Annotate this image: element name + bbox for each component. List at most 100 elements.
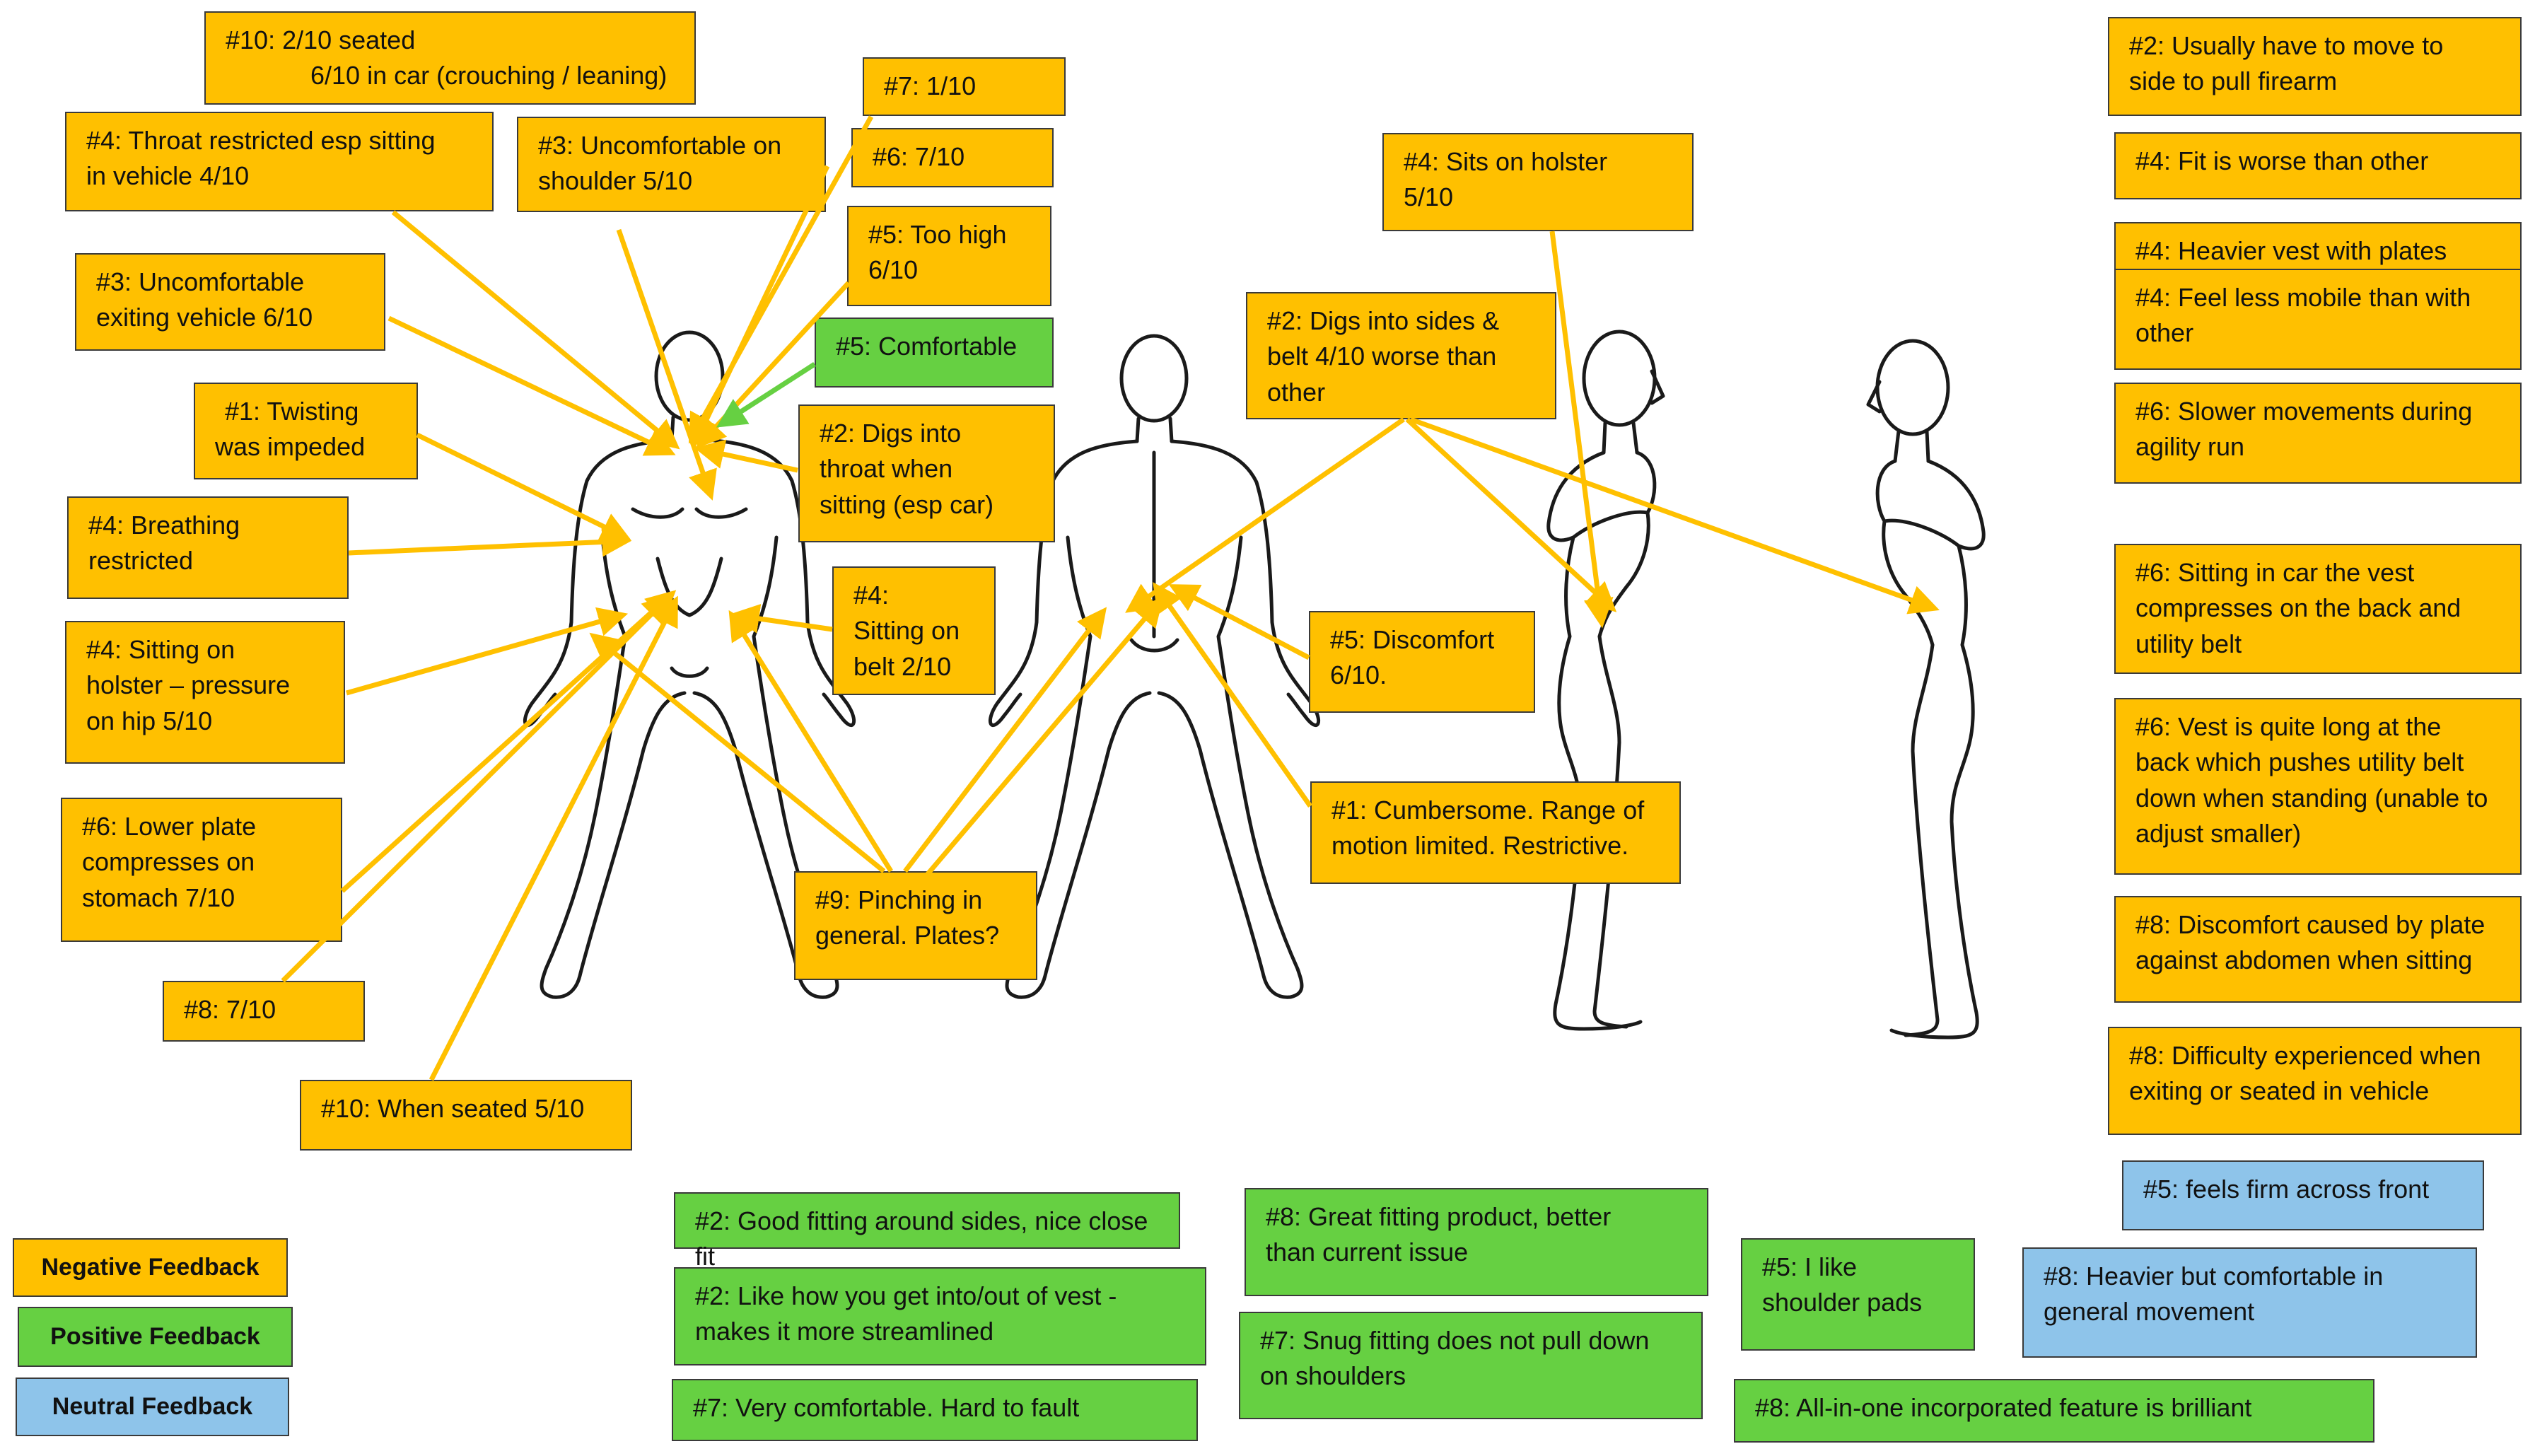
- note-5-discomfort: #5: Discomfort 6/10.: [1309, 611, 1535, 713]
- note-10-seated-car: #10: 2/10 seated 6/10 in car (crouching /…: [204, 11, 696, 105]
- note-line: #5: Comfortable: [836, 332, 1018, 361]
- note-4-throat-restricted: #4: Throat restricted esp sitting in vehi…: [65, 112, 494, 211]
- note-line: utility belt: [2135, 629, 2242, 658]
- note-line: #8: Discomfort caused by plate: [2135, 910, 2486, 939]
- note-line: down when standing (unable to: [2135, 783, 2488, 813]
- note-line: motion limited. Restrictive.: [1331, 831, 1629, 861]
- note-line: #8: Difficulty experienced when: [2129, 1041, 2481, 1070]
- note-line: #5: Too high: [868, 220, 1007, 249]
- note-line: stomach 7/10: [82, 883, 235, 912]
- note-8-heavier-comfortable: #8: Heavier but comfortable in general mo…: [2022, 1247, 2477, 1358]
- note-line: restricted: [88, 546, 194, 576]
- note-line: shoulder pads: [1762, 1288, 1923, 1317]
- note-5-too-high: #5: Too high 6/10: [847, 206, 1051, 306]
- note-line: #8: 7/10: [184, 995, 276, 1024]
- note-9-pinching: #9: Pinching in general. Plates?: [794, 871, 1037, 980]
- note-line: #10: 2/10 seated: [226, 25, 416, 54]
- note-line: 6/10: [868, 255, 919, 285]
- note-line: #7: 1/10: [884, 71, 977, 100]
- note-line: #4: Fit is worse than other: [2135, 146, 2429, 175]
- note-line: 5/10: [1404, 182, 1454, 212]
- note-10-when-seated: #10: When seated 5/10: [300, 1080, 632, 1151]
- note-line: other: [2135, 318, 2194, 348]
- note-line: #10: When seated 5/10: [321, 1094, 585, 1123]
- note-line: back which pushes utility belt: [2135, 747, 2464, 777]
- legend-neutral-feedback: Neutral Feedback: [16, 1378, 289, 1436]
- note-line: side to pull firearm: [2129, 66, 2338, 96]
- note-3-shoulder: #3: Uncomfortable on shoulder 5/10: [517, 117, 826, 212]
- note-line: belt 4/10 worse than: [1267, 342, 1497, 371]
- note-line: #4: Sits on holster: [1404, 147, 1608, 176]
- note-line: #8: Great fitting product, better: [1266, 1202, 1612, 1231]
- note-line: #6: Slower movements during: [2135, 397, 2473, 426]
- note-line: in vehicle 4/10: [86, 161, 250, 191]
- note-line: #5: Discomfort: [1330, 625, 1495, 654]
- note-line: #7: Very comfortable. Hard to fault: [693, 1393, 1080, 1422]
- note-line: agility run: [2135, 432, 2245, 462]
- note-6-score: #6: 7/10: [851, 128, 1054, 187]
- note-6-lower-plate: #6: Lower plate compresses on stomach 7/10: [61, 798, 342, 942]
- note-line: #1: Cumbersome. Range of: [1331, 796, 1645, 825]
- note-8-abdomen: #8: Discomfort caused by plate against ab…: [2114, 896, 2522, 1003]
- note-line: general movement: [2044, 1297, 2255, 1327]
- note-line: #2: Digs into sides &: [1267, 306, 1500, 335]
- note-line: exiting or seated in vehicle: [2129, 1076, 2430, 1106]
- left-profile-figure: [1866, 339, 1986, 1039]
- note-line: on hip 5/10: [86, 706, 213, 735]
- note-5-comfortable: #5: Comfortable: [815, 318, 1054, 388]
- note-1-cumbersome: #1: Cumbersome. Range of motion limited. …: [1310, 781, 1681, 884]
- note-line: compresses on: [82, 847, 255, 877]
- note-5-shoulder-pads: #5: I like shoulder pads: [1741, 1238, 1975, 1351]
- note-line: #5: I like: [1762, 1252, 1858, 1281]
- note-7-score: #7: 1/10: [863, 57, 1066, 116]
- note-line: #6: Lower plate: [82, 812, 257, 841]
- note-line: #8: Heavier but comfortable in: [2044, 1262, 2384, 1291]
- note-line: #9: Pinching in: [815, 885, 983, 914]
- note-line: #4:: [853, 581, 890, 610]
- note-line: adjust smaller): [2135, 819, 2302, 849]
- note-line: general. Plates?: [815, 921, 1000, 950]
- note-7-very-comfortable: #7: Very comfortable. Hard to fault: [672, 1379, 1198, 1441]
- note-line: #2: Usually have to move to: [2129, 31, 2444, 60]
- note-1-twisting: #1: Twisting was impeded: [194, 383, 418, 479]
- note-line: 6/10 in car (crouching / leaning): [310, 61, 668, 91]
- note-4-fit-worse: #4: Fit is worse than other: [2114, 132, 2522, 199]
- note-line: belt 2/10: [853, 651, 952, 681]
- note-line: compresses on the back and: [2135, 593, 2461, 623]
- note-line: sitting (esp car): [820, 489, 994, 519]
- note-line: #4: Feel less mobile than with: [2135, 283, 2471, 312]
- note-line: #4: Throat restricted esp sitting: [86, 126, 436, 155]
- note-line: #3: Uncomfortable on: [538, 131, 782, 160]
- note-line: other: [1267, 377, 1326, 407]
- note-line: #6: 7/10: [873, 142, 965, 171]
- note-8-great-fitting: #8: Great fitting product, better than cu…: [1245, 1188, 1708, 1296]
- note-6-slower-movements: #6: Slower movements during agility run: [2114, 383, 2522, 484]
- note-line: against abdomen when sitting: [2135, 945, 2473, 975]
- note-line: #2: Good fitting around sides, nice clos…: [695, 1206, 1148, 1271]
- note-line: #2: Like how you get into/out of vest -: [695, 1281, 1117, 1310]
- note-line: #1: Twisting: [225, 397, 359, 426]
- note-2-digs-sides: #2: Digs into sides & belt 4/10 worse tha…: [1246, 292, 1556, 419]
- note-line: holster – pressure: [86, 670, 291, 700]
- note-line: #8: All-in-one incorporated feature is b…: [1755, 1393, 2252, 1422]
- note-2-firearm: #2: Usually have to move to side to pull …: [2108, 17, 2522, 116]
- legend-positive-feedback: Positive Feedback: [18, 1307, 293, 1367]
- note-5-feels-firm: #5: feels firm across front: [2122, 1160, 2484, 1230]
- note-8-score: #8: 7/10: [163, 981, 365, 1042]
- note-line: than current issue: [1266, 1237, 1469, 1267]
- note-line: 6/10.: [1330, 660, 1387, 690]
- note-line: was impeded: [215, 432, 366, 462]
- note-8-exiting: #8: Difficulty experienced when exiting o…: [2108, 1027, 2522, 1135]
- note-line: exiting vehicle 6/10: [96, 303, 313, 332]
- note-line: on shoulders: [1260, 1361, 1406, 1391]
- note-2-good-fitting: #2: Good fitting around sides, nice clos…: [674, 1192, 1180, 1271]
- note-line: shoulder 5/10: [538, 166, 693, 196]
- note-line: #4: Heavier vest with plates: [2135, 236, 2447, 265]
